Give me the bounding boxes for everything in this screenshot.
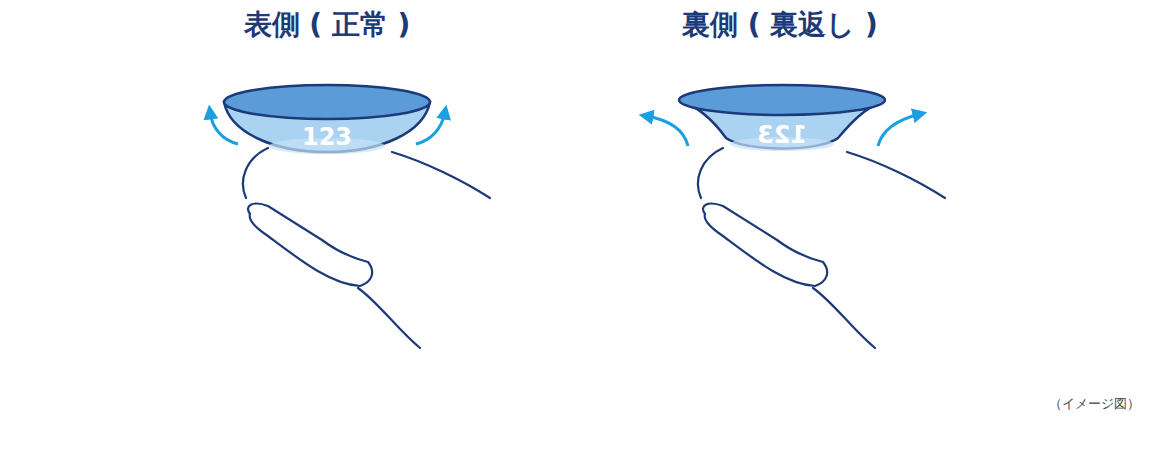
lens-number: 123 bbox=[757, 121, 807, 150]
lens-inverted bbox=[679, 85, 885, 151]
lens-normal bbox=[224, 85, 430, 154]
side-title: 表側 ( 正常 ) bbox=[244, 8, 411, 42]
bend-arrow bbox=[416, 112, 445, 144]
bend-arrow bbox=[878, 114, 920, 146]
lens-number: 123 bbox=[302, 123, 352, 152]
finger bbox=[243, 148, 490, 348]
bend-arrow bbox=[646, 116, 688, 146]
side-title: 裏側 ( 裏返し ) bbox=[682, 8, 878, 42]
caption: （イメージ図） bbox=[1049, 396, 1140, 412]
finger bbox=[698, 148, 945, 348]
bend-arrow bbox=[210, 112, 238, 144]
